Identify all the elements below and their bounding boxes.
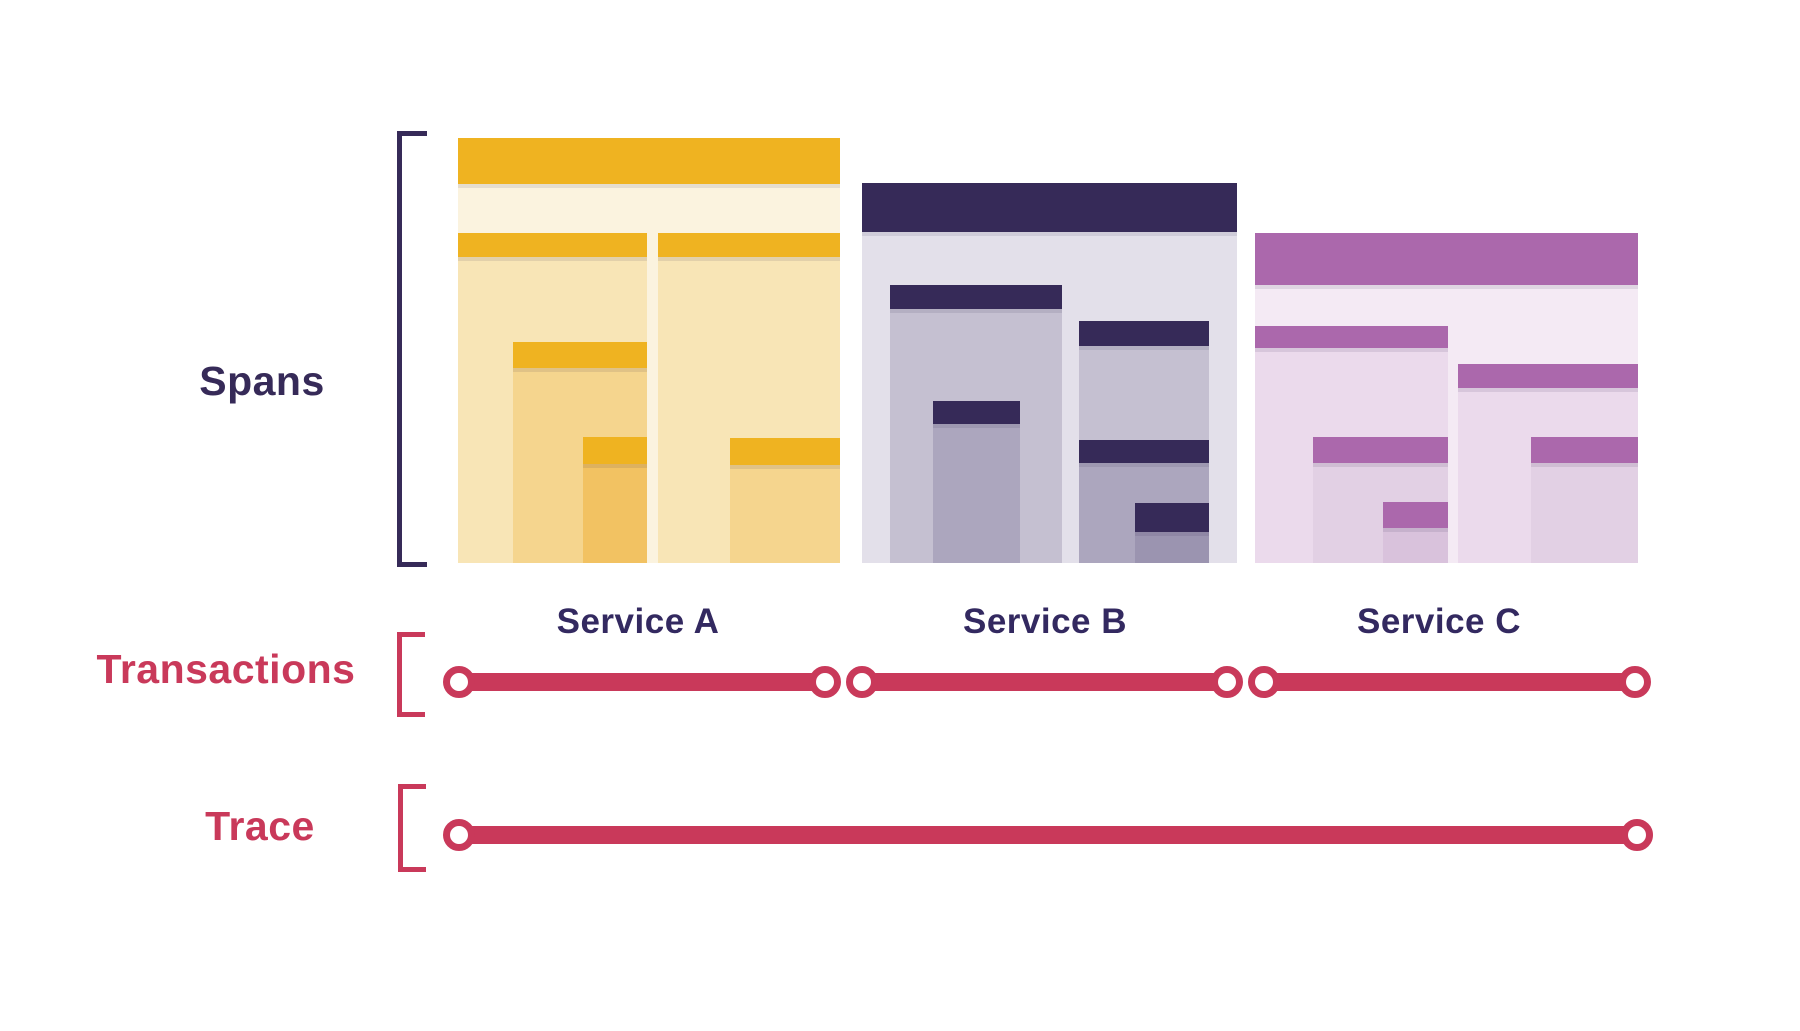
service-a-span-bar-level-1 [658, 233, 840, 257]
service-b-span-bar-level-1 [1079, 321, 1209, 346]
transaction-3-start-node [1248, 666, 1280, 698]
transactions-bracket [397, 632, 425, 717]
service-b-span-body-level-2 [933, 424, 1020, 563]
service-a-span-body-level-2 [730, 465, 840, 563]
service-a-span-bar-level-2 [730, 438, 840, 465]
service-c-span-bar-level-0 [1255, 233, 1638, 285]
transaction-1-start-node [443, 666, 475, 698]
service-b-span-bar-level-1 [890, 285, 1062, 309]
service-a-span-bar-level-1 [458, 233, 647, 257]
service-b-span-body-level-3 [1135, 532, 1209, 563]
service-c-span-bar-level-1 [1255, 326, 1448, 348]
trace-label: Trace [205, 803, 315, 849]
transactions-label: Transactions [96, 646, 356, 692]
service-c-span-bar-level-2 [1313, 437, 1448, 463]
service-c-span-bar-level-3 [1383, 502, 1448, 528]
service-c-span-bar-level-2 [1531, 437, 1638, 463]
service-a-span-body-level-3 [583, 464, 647, 563]
transaction-2-start-node [846, 666, 878, 698]
service-c-span-body-level-3 [1383, 528, 1448, 563]
service-a-span-bar-level-2 [513, 342, 647, 368]
spans-bracket [397, 131, 427, 567]
service-c-span-bar-level-1 [1458, 364, 1638, 388]
trace-start-node [443, 819, 475, 851]
transaction-1-line [459, 673, 825, 691]
service-b-span-bar-level-3 [1135, 503, 1209, 532]
transaction-2-end-node [1211, 666, 1243, 698]
trace-line [459, 826, 1637, 844]
service-b-label: Service B [962, 602, 1128, 641]
transaction-1-end-node [809, 666, 841, 698]
service-b-span-bar-level-2 [1079, 440, 1209, 463]
service-a-label: Service A [556, 602, 720, 641]
service-b-span-bar-level-2 [933, 401, 1020, 424]
service-c-label: Service C [1356, 602, 1522, 641]
transaction-3-line [1264, 673, 1635, 691]
trace-bracket [398, 784, 426, 872]
service-b-span-bar-level-0 [862, 183, 1237, 232]
spans-label: Spans [199, 358, 325, 404]
transaction-2-line [862, 673, 1227, 691]
transaction-3-end-node [1619, 666, 1651, 698]
service-a-span-bar-level-3 [583, 437, 647, 464]
trace-end-node [1621, 819, 1653, 851]
service-a-span-bar-level-0 [458, 138, 840, 184]
service-c-span-body-level-2 [1531, 463, 1638, 563]
